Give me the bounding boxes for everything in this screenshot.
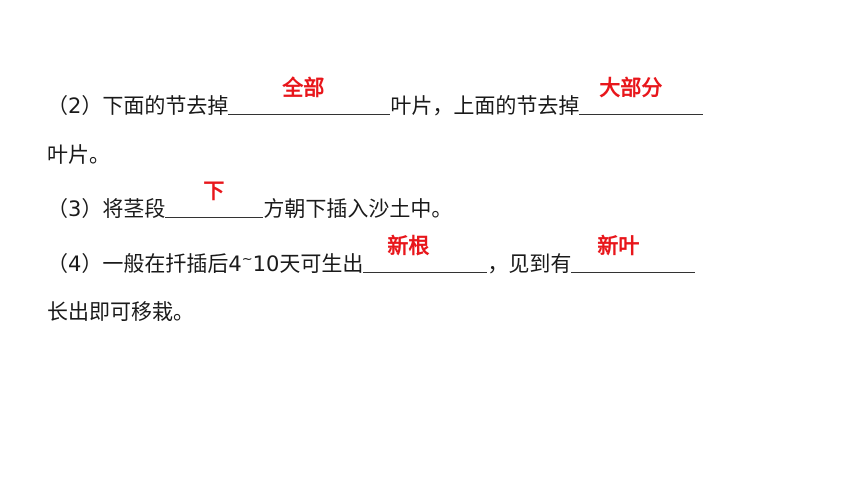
- question-2-line-2: 叶片。: [47, 140, 110, 170]
- answer-upper-leaves: 大部分: [599, 76, 663, 100]
- question-2-text-a: （2）下面的节去掉: [47, 94, 229, 118]
- answer-new-roots: 新根: [387, 234, 430, 258]
- answer-blank-upper-leaves: 大部分: [579, 76, 704, 115]
- question-4-line-1: （4）一般在扦插后4~10天可生出新根 ，见到有 新叶: [47, 234, 696, 279]
- answer-blank-stem-end: 下: [165, 179, 264, 218]
- question-4-text-a: （4）一般在扦插后4: [47, 252, 242, 276]
- question-3-line: （3）将茎段 下方朝下插入沙土中。: [47, 179, 453, 224]
- answer-blank-new-leaves: 新叶: [571, 234, 696, 273]
- answer-stem-end: 下: [203, 179, 225, 203]
- question-3-text-b: 方朝下插入沙土中。: [263, 197, 453, 221]
- question-4-line-2: 长出即可移栽。: [47, 297, 194, 327]
- question-4-text-d: 长出即可移栽。: [47, 300, 194, 324]
- answer-blank-new-roots: 新根: [363, 234, 488, 273]
- question-4-text-c: ，见到有: [487, 252, 572, 276]
- question-3-text-a: （3）将茎段: [47, 197, 166, 221]
- question-2-text-c: 叶片。: [47, 143, 110, 167]
- question-4-text-b: 10天可生出: [252, 252, 364, 276]
- question-2-line-1: （2）下面的节去掉 全部叶片，上面的节去掉大部分: [47, 76, 704, 121]
- answer-blank-lower-leaves: 全部: [228, 76, 391, 115]
- answer-lower-leaves: 全部: [282, 76, 325, 100]
- question-2-text-b: 叶片，上面的节去掉: [390, 94, 580, 118]
- range-tilde: ~: [241, 252, 253, 267]
- answer-new-leaves: 新叶: [597, 234, 640, 258]
